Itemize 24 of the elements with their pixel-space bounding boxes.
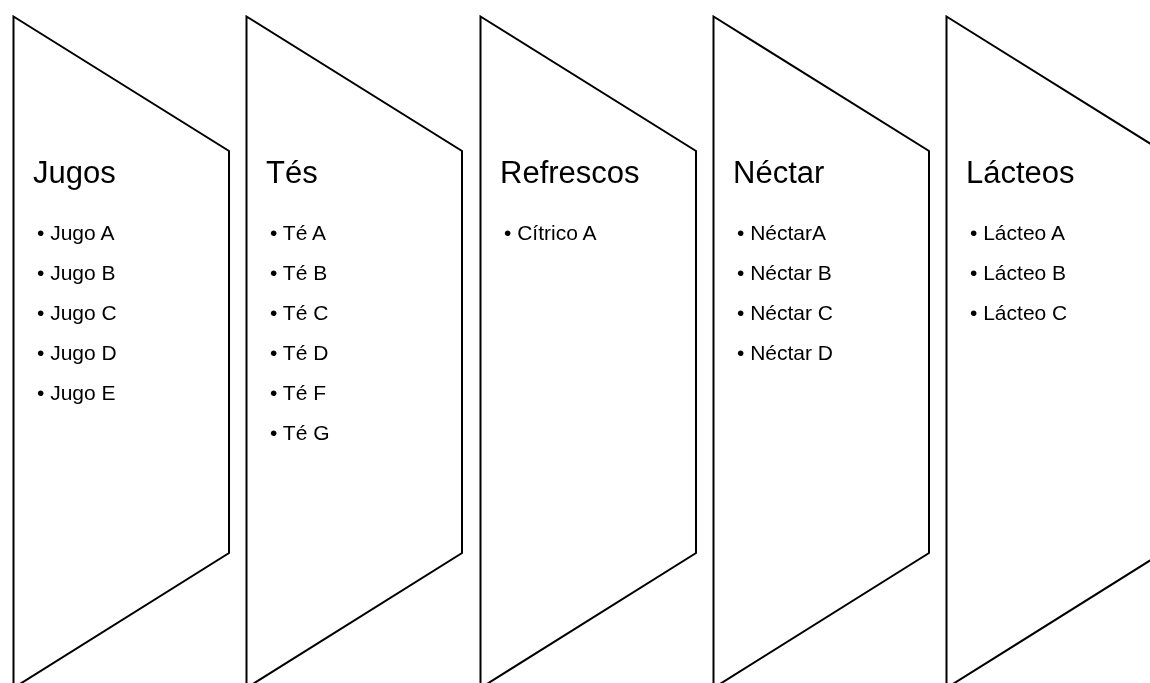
list-item: • Té A [270, 220, 327, 246]
list-item: • Jugo E [37, 380, 117, 406]
column-heading: Néctar [733, 154, 825, 192]
list-item: • Jugo B [37, 260, 117, 286]
list-item: • Jugo D [37, 340, 117, 366]
list-item: • Lácteo B [970, 260, 1068, 286]
list-item: • NéctarA [737, 220, 828, 246]
list-item: • Jugo A [37, 220, 116, 246]
list-item: • Té G [270, 420, 330, 446]
list-item: • Néctar B [737, 260, 833, 286]
list-item: • Néctar D [737, 340, 834, 366]
list-item: • Lácteo A [970, 220, 1066, 246]
list-item: • Lácteo C [970, 300, 1068, 326]
list-item: • Néctar C [737, 300, 834, 326]
column-heading: Lácteos [966, 154, 1075, 192]
list-item: • Té C [270, 300, 330, 326]
column-heading: Refrescos [500, 154, 640, 192]
list-item: • Cítrico A [504, 220, 597, 246]
list-item: • Jugo C [37, 300, 117, 326]
column-heading: Jugos [33, 154, 116, 192]
column-heading: Tés [266, 154, 318, 192]
list-item: • Té F [270, 380, 327, 406]
list-item: • Té D [270, 340, 330, 366]
list-item: • Té B [270, 260, 329, 286]
